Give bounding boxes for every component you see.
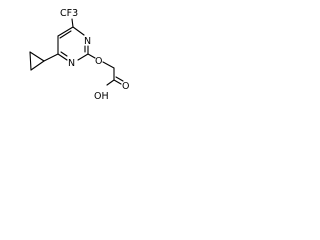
bond-c-o-double-1 (113, 79, 122, 85)
bond-cp-c (30, 60, 45, 71)
bond-c6-cyclopropyl (43, 53, 59, 62)
bond-cp-a (29, 51, 45, 62)
chemical-structure: CF3 N N O O OH (29, 8, 129, 102)
bond-cf3-c4 (71, 18, 74, 28)
ether-o-label: O (95, 56, 102, 67)
bond-c-o-double-2 (115, 76, 124, 82)
bond-c2-o (87, 53, 96, 59)
bond-c4-c5-inner (59, 30, 72, 39)
bond-o-ch2 (102, 61, 115, 69)
ring-n-upper-label: N (84, 36, 91, 47)
bond-n1-c2 (77, 53, 89, 61)
ring-n-lower-label: N (68, 58, 75, 69)
bond-c4-c5 (57, 26, 74, 37)
bond-cp-b (29, 51, 32, 71)
hydroxyl-label: OH (94, 91, 109, 102)
cf3-label: CF3 (60, 8, 78, 19)
bond-c6-n1-inner (60, 51, 68, 57)
bond-c-oh (106, 79, 115, 86)
bond-n3-c4 (72, 26, 85, 36)
carbonyl-o-label: O (122, 81, 129, 92)
bond-c6-n1 (57, 53, 68, 61)
